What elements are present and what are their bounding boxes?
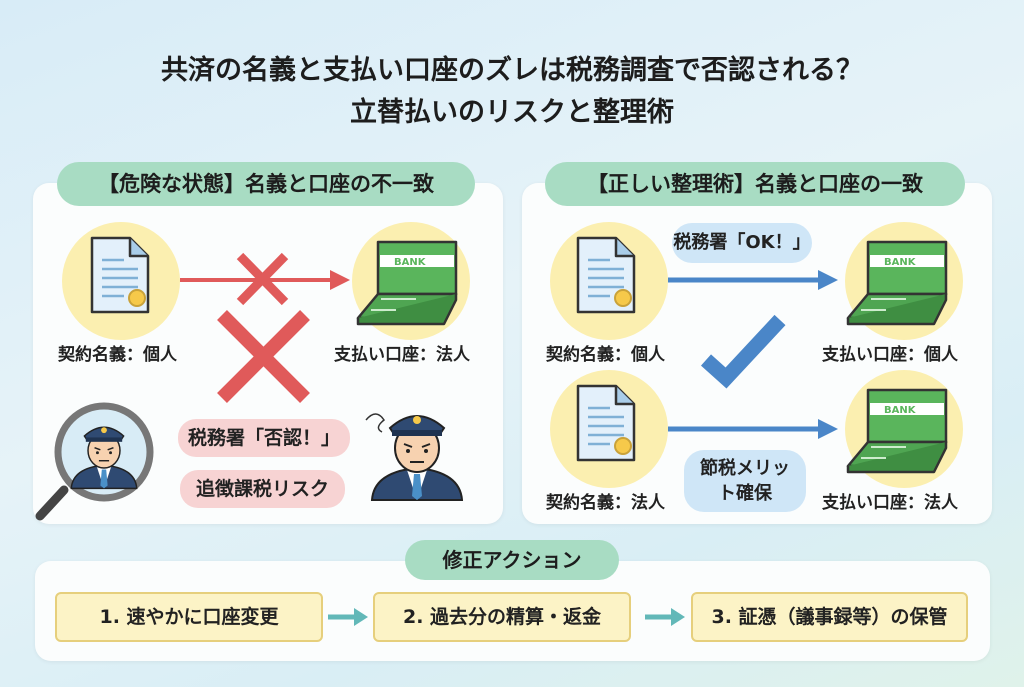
mismatch-arrow	[180, 252, 350, 403]
document-icon	[90, 236, 150, 314]
ok-bubble: 税務署「OK！」	[672, 223, 812, 263]
svg-text:BANK: BANK	[394, 257, 427, 268]
action-step-2: 2. 過去分の精算・返金	[373, 592, 631, 642]
tax-officer-icon	[365, 413, 463, 501]
contract-label: 契約名義：個人	[58, 345, 177, 365]
document-icon	[576, 384, 636, 462]
small-x-icon	[236, 252, 289, 306]
risk-bubble: 追徴課税リスク	[180, 470, 345, 508]
danger-header: 【危険な状態】名義と口座の不一致	[57, 162, 475, 206]
merit-bubble: 節税メリット確保	[684, 450, 806, 512]
large-x-icon	[217, 310, 310, 403]
bankbook-icon: BANK	[356, 240, 458, 326]
contract-label-2: 契約名義：法人	[546, 493, 665, 513]
correct-header: 【正しい整理術】名義と口座の一致	[545, 162, 965, 206]
account-label-1: 支払い口座：個人	[822, 345, 958, 365]
bankbook-icon: BANK	[846, 388, 948, 474]
denial-bubble: 税務署「否認！」	[178, 419, 350, 457]
svg-text:BANK: BANK	[884, 257, 917, 268]
action-step-1: 1. 速やかに口座変更	[55, 592, 323, 642]
magnifier-icon	[35, 402, 154, 521]
bankbook-icon: BANK	[846, 240, 948, 326]
action-step-3: 3. 証憑（議事録等）の保管	[691, 592, 968, 642]
account-label-2: 支払い口座：法人	[822, 493, 958, 513]
title-line-2: 立替払いのリスクと整理術	[350, 97, 674, 128]
account-label: 支払い口座：法人	[334, 345, 470, 365]
check-icon	[700, 314, 786, 389]
arrow-right-icon	[328, 608, 368, 626]
contract-label-1: 契約名義：個人	[546, 345, 665, 365]
actions-header: 修正アクション	[405, 540, 619, 580]
arrow-right-icon	[645, 608, 685, 626]
match-arrows	[668, 270, 838, 439]
document-icon	[576, 236, 636, 314]
title-line-1: 共済の名義と支払い口座のズレは税務調査で否認される？	[161, 55, 863, 86]
svg-text:BANK: BANK	[884, 405, 917, 416]
